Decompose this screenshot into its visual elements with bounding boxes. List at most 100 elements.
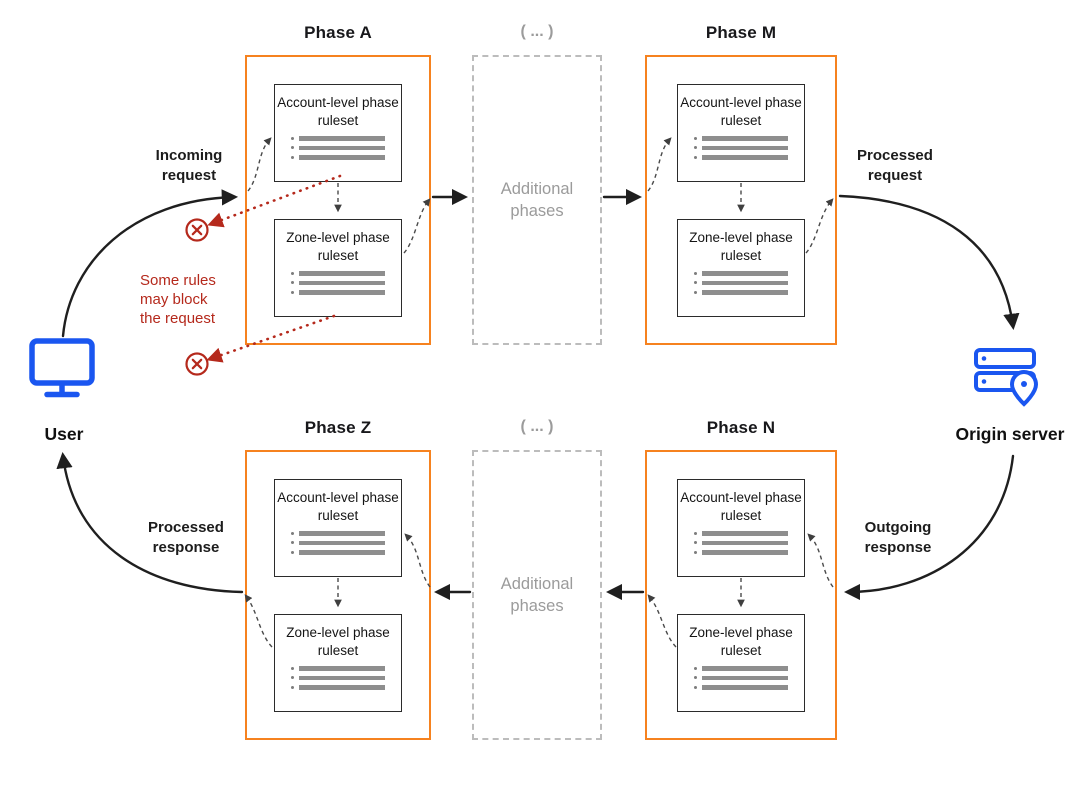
phase-m-account-ruleset-card: Account-level phase ruleset (677, 84, 805, 182)
blocked-x-icon (185, 218, 209, 242)
rule-bar (299, 666, 385, 671)
rule-line (291, 280, 385, 286)
phase-m-title: Phase M (705, 23, 777, 42)
rule-line (694, 675, 788, 681)
ruleset-lines (275, 136, 401, 160)
ruleset-card-title: Zone-level phase ruleset (286, 625, 390, 658)
rule-bar (702, 271, 788, 276)
phase-m-box: Account-level phase ruleset Zone-level p… (645, 55, 837, 345)
rule-bar (702, 540, 788, 546)
phase-a-account-ruleset-card: Account-level phase ruleset (274, 84, 402, 182)
phase-z-account-ruleset-card: Account-level phase ruleset (274, 479, 402, 577)
rule-bar (702, 550, 788, 555)
rule-bar (702, 685, 788, 690)
rule-bar (299, 280, 385, 286)
rule-line (291, 290, 385, 295)
rule-bullet (694, 136, 697, 140)
phase-n-account-ruleset-card: Account-level phase ruleset (677, 479, 805, 577)
ruleset-card-title: Zone-level phase ruleset (689, 625, 793, 658)
additional-phases-box-top: Additional phases (472, 55, 602, 345)
rule-bullet (291, 685, 294, 689)
rule-line (694, 290, 788, 295)
rule-bullet (694, 155, 697, 159)
rule-bullet (291, 136, 294, 140)
rule-bullet (291, 666, 294, 670)
rule-bullet (291, 531, 294, 535)
ruleset-card-title: Account-level phase ruleset (680, 95, 802, 128)
rule-line (291, 271, 385, 276)
processed-request-label: Processed request (857, 147, 933, 184)
rule-bullet (291, 550, 294, 554)
rule-line (694, 155, 788, 160)
ruleset-lines (678, 666, 804, 690)
rule-bullet (694, 676, 697, 680)
phase-a-zone-ruleset-card: Zone-level phase ruleset (274, 219, 402, 317)
rule-line (694, 685, 788, 690)
additional-phases-label: Additional phases (500, 574, 574, 615)
ruleset-lines (678, 136, 804, 160)
rule-bullet (291, 155, 294, 159)
rule-bar (299, 685, 385, 690)
rule-bullet (694, 666, 697, 670)
rule-bar (299, 550, 385, 555)
rule-line (694, 550, 788, 555)
rule-bar (299, 290, 385, 295)
user-label: User (44, 424, 84, 444)
rule-line (291, 145, 385, 151)
rule-line (291, 155, 385, 160)
rule-bullet (694, 290, 697, 294)
rule-line (694, 271, 788, 276)
rule-line (694, 540, 788, 546)
blocked-x-icon (185, 352, 209, 376)
rule-bar (702, 136, 788, 141)
rule-bar (299, 155, 385, 160)
phase-z-zone-ruleset-card: Zone-level phase ruleset (274, 614, 402, 712)
block-warning-note: Some rules may block the request (140, 272, 216, 327)
rule-bar (702, 531, 788, 536)
rule-bar (702, 666, 788, 671)
origin-server-label: Origin server (955, 424, 1065, 444)
rule-bullet (694, 531, 697, 535)
rule-line (291, 550, 385, 555)
rule-line (291, 666, 385, 671)
rule-line (694, 136, 788, 141)
ruleset-card-title: Zone-level phase ruleset (689, 230, 793, 263)
ruleset-lines (678, 531, 804, 555)
rule-bar (299, 675, 385, 681)
rule-bar (299, 271, 385, 276)
ruleset-card-title: Account-level phase ruleset (277, 95, 399, 128)
ruleset-card-title: Zone-level phase ruleset (286, 230, 390, 263)
arrow-phase-m-to-origin (838, 194, 1020, 331)
ruleset-lines (275, 531, 401, 555)
outgoing-response-label: Outgoing response (864, 519, 932, 556)
rule-bar (299, 136, 385, 141)
rule-bullet (291, 146, 294, 150)
rule-bullet (694, 550, 697, 554)
rule-bullet (291, 676, 294, 680)
rule-line (291, 685, 385, 690)
incoming-request-label: Incoming request (155, 147, 223, 184)
processed-response-label: Processed response (148, 519, 224, 556)
rule-bar (702, 290, 788, 295)
phase-a-title: Phase A (304, 23, 372, 42)
ruleset-card-title: Account-level phase ruleset (680, 490, 802, 523)
rule-bullet (291, 271, 294, 275)
additional-phases-ellipsis-top: ( ... ) (520, 23, 554, 40)
rule-line (291, 136, 385, 141)
rule-bullet (694, 541, 697, 545)
ruleset-lines (275, 271, 401, 295)
rule-bar (702, 280, 788, 286)
rule-bullet (291, 281, 294, 285)
ruleset-card-title: Account-level phase ruleset (277, 490, 399, 523)
phase-n-title: Phase N (706, 418, 776, 437)
user-icon (29, 338, 95, 398)
rule-bullet (694, 271, 697, 275)
rule-line (694, 145, 788, 151)
phase-n-box: Account-level phase ruleset Zone-level p… (645, 450, 837, 740)
rule-line (291, 531, 385, 536)
rule-bar (702, 155, 788, 160)
phase-a-box: Account-level phase ruleset Zone-level p… (245, 55, 431, 345)
rule-bar (299, 145, 385, 151)
phase-z-box: Account-level phase ruleset Zone-level p… (245, 450, 431, 740)
